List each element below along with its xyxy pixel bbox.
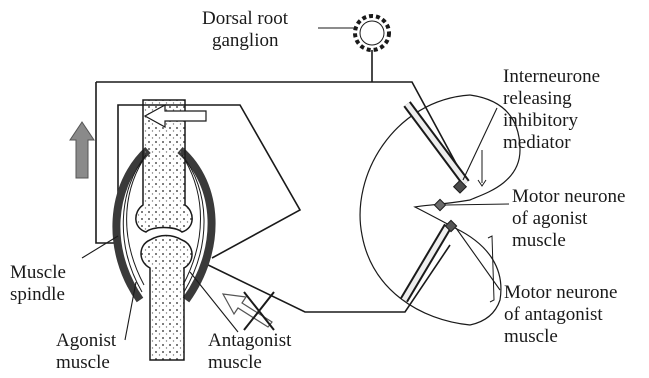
ganglion-icon: [355, 16, 389, 50]
label-muscle-spindle: Muscle spindle: [10, 262, 66, 306]
label-motor-neurone-antagonist: Motor neurone of antagonist muscle: [504, 282, 617, 348]
arrow-up-icon: [70, 122, 94, 178]
lower-bone: [141, 236, 192, 361]
label-agonist-muscle: Agonist muscle: [56, 330, 116, 374]
label-antagonist-muscle: Antagonist muscle: [208, 330, 291, 374]
agonist-synapse: [434, 199, 445, 210]
label-dorsal-root-ganglion: Dorsal root ganglion: [202, 8, 288, 52]
nerve-tube-upper: [407, 104, 466, 183]
label-motor-neurone-agonist: Motor neurone of agonist muscle: [512, 186, 625, 252]
blocked-arrow-icon: [223, 292, 274, 330]
nerve-tube-lower: [404, 226, 448, 300]
label-interneurone: Interneurone releasing inhibitory mediat…: [503, 66, 600, 154]
